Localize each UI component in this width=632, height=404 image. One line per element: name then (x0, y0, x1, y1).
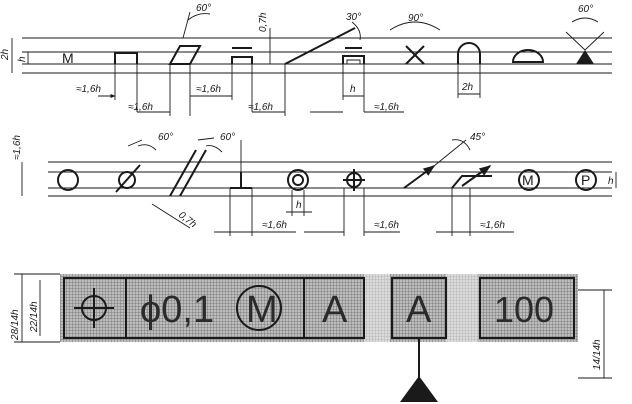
row1-angle-30: 30° (346, 12, 361, 23)
row1-angle-arc (187, 13, 211, 21)
row2-dim-h-right: h (608, 176, 614, 187)
row1-dim-16-d: ≈1,6h (248, 102, 273, 113)
row2-slant-line-a (169, 149, 197, 197)
row3-dim-28: 28/14h (10, 309, 21, 341)
row2-diameter-circle (118, 171, 136, 189)
row2-arrow-b-body (451, 175, 492, 189)
row2-angle-45: 45° (470, 132, 485, 143)
row3-dim-22: 22/14h (29, 301, 40, 333)
row1-semicircle-symbol (511, 49, 545, 63)
row1-dim-h: h (17, 56, 28, 62)
row3-datum2-letter: A (406, 289, 432, 331)
row1-triangle-angle-arc (571, 17, 599, 23)
row2-arrow-a-leader (433, 139, 467, 167)
row1-flat-symbol (231, 56, 253, 64)
row2-arrow-a (403, 165, 436, 189)
row2-circle-symbol (57, 169, 79, 191)
row1-double-symbol (342, 55, 365, 64)
row2-letter-p: P (581, 172, 590, 188)
row2-angle-60-a: 60° (158, 132, 173, 143)
row1-letter-m: M (62, 50, 74, 66)
row1-angle-60-top: 60° (196, 3, 211, 14)
row2-circled-p (575, 169, 597, 191)
row1-double-inner (346, 59, 361, 64)
row2-dim-16-c: ≈1,6h (480, 220, 505, 231)
row2-dim-16-a: ≈1,6h (262, 220, 287, 231)
row3-hatch-strip (60, 274, 578, 342)
row2-angle-60-b: 60° (220, 132, 235, 143)
row2-slant-line-b (179, 149, 207, 197)
row2-angle-a-arc (137, 144, 157, 151)
row3-datum-triangle (400, 376, 438, 402)
row2-dim-07-line (151, 203, 191, 229)
row1-dim-07h: 0,7h (258, 12, 269, 32)
row3-cell-value (479, 277, 575, 339)
row3-gap-left-hatch (364, 274, 390, 342)
row3-datum1-letter: A (322, 289, 348, 331)
row1-dim-2h: 2h (0, 48, 11, 61)
row2-angle-a-leader (127, 139, 143, 147)
row1-angle-leader (182, 11, 191, 39)
row3-modifier-letter: M (246, 289, 278, 331)
row2-diameter-slash (115, 164, 141, 193)
row3-tolerance-value: ϕ0,1 (140, 289, 214, 331)
row2-dim-h-small: h (296, 200, 302, 211)
row3-cell-datum1 (303, 277, 365, 339)
row2-symbols: ≈1,6h 60° 60° 0,7h ≈1,6h h (12, 132, 617, 236)
row1-angle-90-arc (389, 21, 441, 31)
row1-profile-symbol (114, 52, 138, 64)
row2-dim-16-left: ≈1,6h (12, 135, 23, 160)
row2-circled-m (518, 169, 540, 191)
row3-value-text: 100 (494, 289, 554, 330)
row2-double-circle-inner (292, 174, 304, 186)
row3-modifier-circle (236, 285, 282, 331)
row1-dim-16-e: ≈1,6h (374, 102, 399, 113)
row1-dim-h-mid: h (350, 84, 356, 95)
row2-letter-m: M (522, 172, 534, 188)
row1-dim-16-b: ≈1,6h (128, 102, 153, 113)
row1-angle-90: 90° (408, 13, 423, 24)
row1-triangle-symbol (576, 50, 594, 64)
row2-double-circle-outer (287, 169, 309, 191)
row2-dim-16-b: ≈1,6h (374, 220, 399, 231)
row1-dim-16-a: ≈1,6h (76, 84, 101, 95)
row1-parallelogram-symbol (168, 45, 202, 65)
row3-feature-control-frame: 28/14h 22/14h ϕ0,1 M A A 100 (10, 273, 612, 402)
row1-symbols: 2h h M 60° 0,7h 30° 90° (0, 3, 612, 116)
row1-triangle-angle-lines (565, 31, 605, 51)
row3-gap-right-hatch (446, 274, 478, 342)
row2-angle-b-leader (197, 137, 215, 141)
row1-angle-30-arc (351, 21, 361, 41)
row1-dim-16-c: ≈1,6h (196, 84, 221, 95)
row1-cross-b (405, 45, 425, 65)
row2-angle-c-arc (451, 139, 471, 151)
row2-arrow-b (461, 165, 492, 187)
row2-angle-b-arc (205, 145, 223, 153)
row1-dim-2h-arc: 2h (461, 82, 474, 93)
row1-arch-symbol (457, 42, 481, 64)
row1-slope-symbol (284, 27, 356, 65)
row1-angle-60-right: 60° (578, 4, 593, 15)
row3-dim-14: 14/14h (592, 339, 603, 370)
row2-dim-07: 0,7h (176, 210, 198, 231)
